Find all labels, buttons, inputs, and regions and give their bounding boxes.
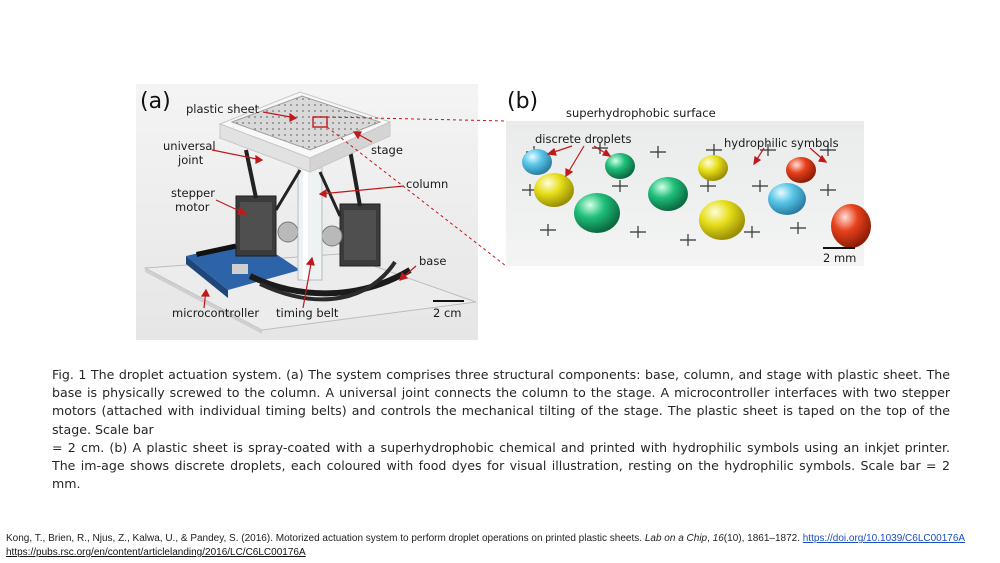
doi-link[interactable]: https://doi.org/10.1039/C6LC00176A [802, 533, 966, 544]
label-superhydrophobic-surface: superhydrophobic surface [566, 106, 716, 120]
label-motor: motor [175, 200, 210, 214]
droplet-green-3 [574, 193, 620, 233]
label-plastic-sheet: plastic sheet [186, 102, 260, 116]
figure: (a) plastic sheet universal joint stage … [136, 84, 871, 340]
droplet-yellow-1 [698, 155, 728, 181]
droplet-yellow-3 [699, 200, 745, 240]
reference-issue-pages: (10), 1861–1872. [723, 533, 803, 544]
label-stage: stage [371, 143, 403, 157]
panel-b-photo [506, 121, 871, 266]
scale-label-a: 2 cm [433, 306, 462, 320]
panel-a-photo [136, 84, 478, 340]
scale-label-b: 2 mm [823, 251, 856, 265]
label-universal: universal [163, 139, 216, 153]
article-url-link[interactable]: https://pubs.rsc.org/en/content/articlel… [6, 547, 306, 558]
reference-journal: Lab on a Chip [644, 533, 708, 544]
label-base: base [419, 254, 446, 268]
label-discrete-droplets: discrete droplets [535, 132, 631, 146]
droplet-yellow-2 [534, 173, 574, 207]
droplet-blue-2 [768, 183, 806, 215]
reference-volume: 16 [712, 533, 724, 544]
reference: Kong, T., Brien, R., Njus, Z., Kalwa, U.… [6, 532, 996, 560]
droplet-green-2 [648, 177, 688, 211]
caption-part-2: = 2 cm. (b) A plastic sheet is spray-coa… [52, 439, 950, 492]
caption-part-1: Fig. 1 The droplet actuation system. (a)… [52, 367, 950, 437]
droplet-green-1 [605, 153, 635, 179]
droplet-red-1 [786, 157, 816, 183]
panel-b-letter: (b) [507, 89, 538, 114]
label-column: column [406, 177, 448, 191]
reference-authors: Kong, T., Brien, R., Njus, Z., Kalwa, U.… [6, 533, 645, 544]
label-timing-belt: timing belt [276, 306, 339, 320]
label-joint: joint [177, 153, 204, 167]
panel-b-arrows [546, 145, 828, 178]
zoom-lines [326, 116, 507, 267]
reference-url-line: https://pubs.rsc.org/en/content/articlel… [6, 546, 996, 560]
panel-a-arrows [200, 111, 417, 309]
label-microcontroller: microcontroller [172, 306, 259, 320]
figure-caption: Fig. 1 The droplet actuation system. (a)… [52, 366, 950, 493]
panel-a-letter: (a) [140, 89, 171, 114]
label-hydrophilic-symbols: hydrophilic symbols [724, 136, 839, 150]
droplet-red-2 [831, 204, 871, 248]
droplet-blue-1 [522, 149, 552, 175]
label-stepper: stepper [171, 186, 215, 200]
reference-citation: Kong, T., Brien, R., Njus, Z., Kalwa, U.… [6, 532, 996, 546]
reference-comma: , [707, 533, 713, 544]
